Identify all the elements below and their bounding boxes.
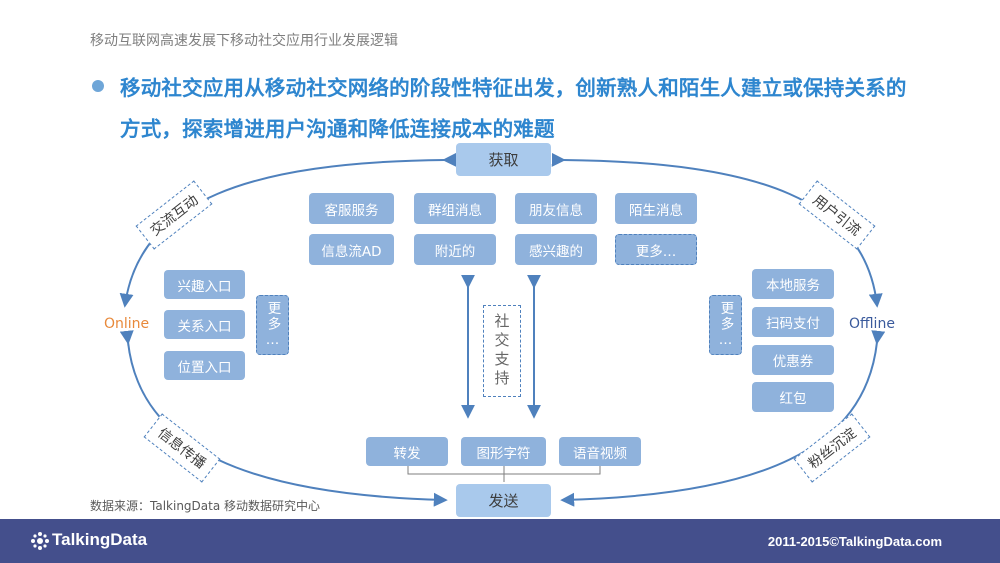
page-subtitle: 移动互联网高速发展下移动社交应用行业发展逻辑	[90, 33, 398, 49]
entry-local-service: 本地服务	[752, 269, 834, 299]
headline: 移动社交应用从移动社交网络的阶段性特征出发，创新熟人和陌生人建立或保持关系的 方…	[120, 68, 980, 150]
left-more: 更多…	[256, 295, 289, 355]
social-support: 社交支持	[483, 305, 521, 397]
footer-copyright: 2011-2015©TalkingData.com	[767, 534, 942, 549]
label-online: Online	[104, 316, 150, 332]
entry-relation: 关系入口	[164, 310, 245, 339]
entry-location: 位置入口	[164, 351, 245, 380]
grid-item-group-msg: 群组消息	[414, 193, 496, 224]
footer-bar: TalkingData 2011-2015©TalkingData.com	[0, 519, 1000, 563]
bullet-icon	[92, 80, 104, 92]
label-offline: Offline	[849, 316, 895, 332]
node-acquire: 获取	[456, 143, 551, 176]
headline-line-2: 方式，探索增进用户沟通和降低连接成本的难题	[120, 117, 555, 141]
entry-interest: 兴趣入口	[164, 270, 245, 299]
grid-item-friend-info: 朋友信息	[515, 193, 597, 224]
right-more: 更多…	[709, 295, 742, 355]
arc-top-right	[551, 152, 883, 308]
bottom-item-forward: 转发	[366, 437, 448, 466]
grid-item-nearby: 附近的	[414, 234, 496, 265]
talkingdata-logo-icon	[31, 532, 49, 550]
entry-coupon: 优惠券	[752, 345, 834, 375]
grid-item-more: 更多…	[615, 234, 697, 265]
grid-item-service: 客服服务	[309, 193, 394, 224]
entry-scan-pay: 扫码支付	[752, 307, 834, 337]
data-source: 数据来源：TalkingData 移动数据研究中心	[90, 499, 321, 513]
grid-item-feed-ad: 信息流AD	[309, 234, 394, 265]
headline-line-1: 移动社交应用从移动社交网络的阶段性特征出发，创新熟人和陌生人建立或保持关系的	[120, 76, 907, 100]
grid-item-stranger-msg: 陌生消息	[615, 193, 697, 224]
entry-red-packet: 红包	[752, 382, 834, 412]
arc-top-left	[119, 152, 457, 308]
footer-logo: TalkingData	[52, 530, 148, 549]
bottom-item-voice-video: 语音视频	[559, 437, 641, 466]
node-send: 发送	[456, 484, 551, 517]
bottom-item-graphic: 图形字符	[461, 437, 546, 466]
grid-item-interests: 感兴趣的	[515, 234, 597, 265]
arc-bottom-right	[560, 330, 886, 507]
